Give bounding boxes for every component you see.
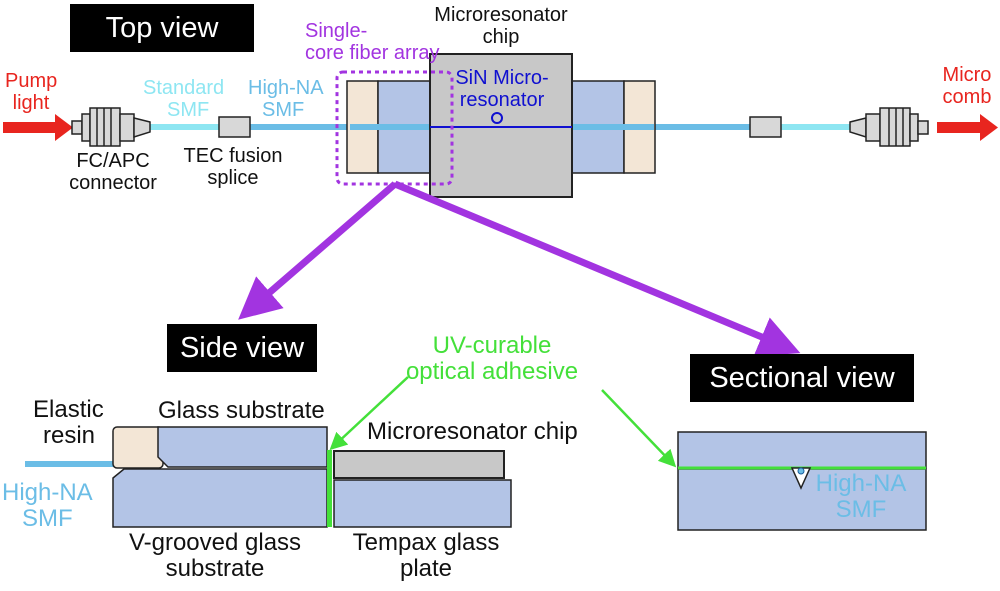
tec-fusion-splice-right [749, 116, 782, 138]
sin-microresonator-ring [491, 112, 503, 124]
tempax-plate-label: Tempax glass plate [336, 529, 516, 583]
elastic-resin-block [112, 426, 164, 469]
standard-smf-line-2: SMF [167, 99, 210, 121]
high-na-smf-top-label: High-NA SMF [248, 77, 324, 121]
glass-substrate-label: Glass substrate [158, 397, 325, 424]
tempax-glass-plate [333, 479, 512, 528]
tempax-line-1: Tempax glass [352, 529, 500, 556]
elastic-line-2: resin [43, 422, 96, 450]
v-grooved-substrate-label: V-grooved glass substrate [108, 529, 322, 583]
tec-line-2: splice [207, 167, 259, 189]
side-smf-line-2: SMF [22, 505, 73, 533]
elastic-resin-label: Elastic resin [33, 396, 104, 450]
high-na-smf-right [654, 124, 750, 130]
top-view-heading: Top view [70, 4, 254, 52]
fc-apc-line-2: connector [69, 172, 157, 194]
sect-smf-line-2: SMF [835, 496, 887, 524]
uv-line-2: optical adhesive [405, 358, 579, 386]
uv-line-1: UV-curable [432, 332, 552, 359]
side-view-heading: Side view [167, 324, 317, 372]
sectional-upper-glass [677, 431, 927, 469]
chip-top-line-2: chip [482, 26, 520, 48]
high-na-smf-sectional-label: High-NA SMF [806, 470, 916, 524]
purple-arrow-to-side-view [238, 181, 398, 320]
fc-apc-connector-label: FC/APC connector [58, 150, 168, 194]
single-core-fiber-array-label: Single- core fiber array [305, 20, 440, 64]
fc-apc-line-1: FC/APC [76, 150, 150, 172]
pump-light-line-1: Pump [5, 70, 58, 92]
adhesive-arrow-side [329, 376, 409, 451]
uv-adhesive-label: UV-curable optical adhesive [362, 332, 622, 386]
sin-line-1: SiN Micro- [455, 67, 549, 89]
micro-comb-label: Micro comb [936, 64, 998, 108]
purple-arrow-to-sectional-view [393, 180, 801, 357]
standard-smf-label: Standard SMF [143, 77, 224, 121]
tec-fusion-splice-label: TEC fusion splice [178, 145, 288, 189]
microresonator-chip-top-label: Microresonator chip [418, 4, 584, 48]
microresonator-chip-side-label: Microresonator chip [367, 418, 578, 445]
vgroove-line-2: substrate [165, 555, 265, 583]
microresonator-chip-top [429, 53, 573, 198]
standard-smf-left [150, 124, 220, 130]
tec-fusion-splice-left [218, 116, 251, 138]
tempax-line-2: plate [399, 555, 453, 583]
sectional-fiber-core [797, 467, 805, 475]
fiber-array-line-1a: Single- [305, 20, 368, 42]
glass-substrate-side [157, 426, 328, 468]
pump-light-line-2: light [12, 92, 50, 114]
chip-top-line-1: Microresonator [434, 4, 568, 26]
high-na-smf-side-label: High-NA SMF [2, 479, 93, 533]
fc-apc-connector-left [71, 107, 151, 147]
high-na-smf-top-line-1: High-NA [248, 77, 324, 99]
side-smf-line-1: High-NA [2, 479, 93, 506]
micro-comb-line-1: Micro [942, 64, 992, 86]
standard-smf-line-1: Standard [143, 77, 225, 99]
vgroove-line-1: V-grooved glass [128, 529, 302, 556]
fc-apc-connector-right [849, 107, 929, 147]
v-grooved-substrate-side [112, 468, 328, 528]
high-na-smf-side [25, 461, 115, 467]
pump-light-arrow [3, 114, 73, 141]
sectional-view-heading: Sectional view [690, 354, 914, 402]
fiber-array-line-2: fiber array [349, 42, 440, 64]
microresonator-chip-side [333, 450, 505, 479]
sin-microresonator-label: SiN Micro- resonator [438, 67, 566, 111]
tec-line-1: TEC fusion [183, 145, 283, 167]
uv-adhesive-layer [327, 450, 332, 527]
microcomb-arrow [937, 114, 998, 141]
sin-line-2: resonator [459, 89, 545, 111]
high-na-smf-top-line-2: SMF [262, 99, 305, 121]
sect-smf-line-1: High-NA [815, 470, 907, 497]
pump-light-label: Pump light [5, 70, 57, 114]
adhesive-arrow-sectional [601, 389, 677, 468]
elastic-line-1: Elastic [33, 396, 104, 423]
fiber-array-line-1b: core [305, 42, 344, 64]
micro-comb-line-2: comb [942, 86, 992, 108]
standard-smf-right [780, 124, 850, 130]
high-na-smf-left [250, 124, 350, 130]
